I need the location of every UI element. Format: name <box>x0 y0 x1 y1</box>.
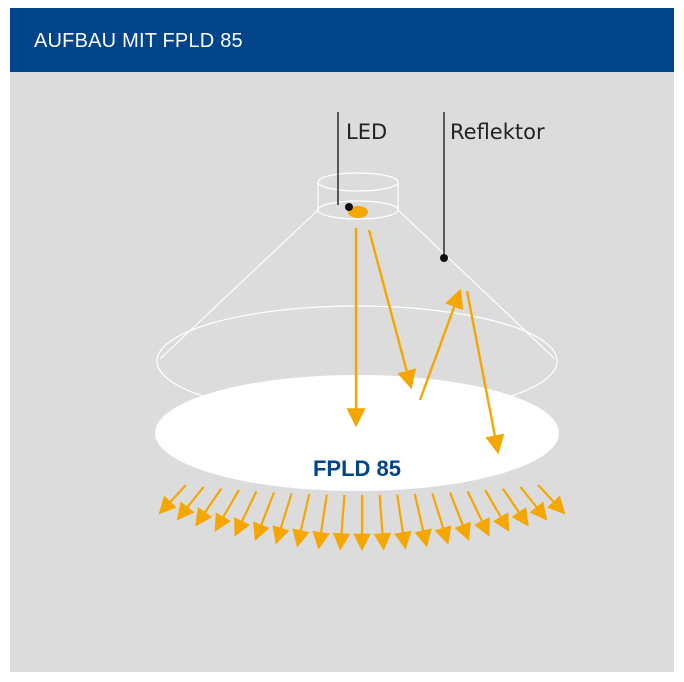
emitted-ray-arrow <box>312 494 330 550</box>
emitted-ray-arrow <box>195 487 223 527</box>
emitted-ray-arrow <box>332 494 351 551</box>
emitted-ray-arrow <box>537 484 566 515</box>
header-bar: AUFBAU MIT FPLD 85 <box>10 8 674 72</box>
emitted-ray-arrow <box>292 493 311 548</box>
reflector-label: Reflektor <box>450 120 545 144</box>
emitted-ray-arrow <box>234 490 258 537</box>
emitted-ray-arrow <box>466 490 490 537</box>
light-path-arrows <box>346 228 505 455</box>
emitted-ray-arrow <box>519 486 548 521</box>
emitted-ray-arrow <box>413 493 432 548</box>
disk-label: FPLD 85 <box>313 456 401 481</box>
emitted-ray-arrow <box>158 484 187 515</box>
emitted-ray-arrow <box>272 493 293 545</box>
emitted-ray-arrow <box>431 493 452 545</box>
emitted-ray-arrow <box>394 494 412 550</box>
reflector-edge-right <box>397 209 556 360</box>
reflector-callout-dot <box>440 254 448 262</box>
led-label: LED <box>346 120 387 144</box>
reflected-ray-down-arrow <box>367 229 416 390</box>
emitted-ray-arrow <box>484 489 510 532</box>
header-title: AUFBAU MIT FPLD 85 <box>34 30 243 52</box>
led-callout-dot <box>345 203 353 211</box>
emitted-ray-arrow <box>448 492 471 542</box>
emitted-ray-arrow <box>373 494 392 551</box>
lens-disk <box>155 375 559 491</box>
emitted-ray-arrow <box>253 492 276 542</box>
diagram-panel: AUFBAU MIT FPLD 85 <box>10 8 674 672</box>
reflected-ray-up-arrow <box>418 288 464 401</box>
emitted-ray-arrow <box>214 489 240 532</box>
emitted-ray-arrow <box>501 487 529 527</box>
emitted-ray-arrow <box>176 486 205 521</box>
led-housing <box>317 172 399 220</box>
emitted-light-arrows <box>158 484 566 552</box>
reflector-edge-left <box>159 209 319 360</box>
led-chip <box>348 206 368 218</box>
reflected-ray-out-arrow <box>465 290 505 455</box>
